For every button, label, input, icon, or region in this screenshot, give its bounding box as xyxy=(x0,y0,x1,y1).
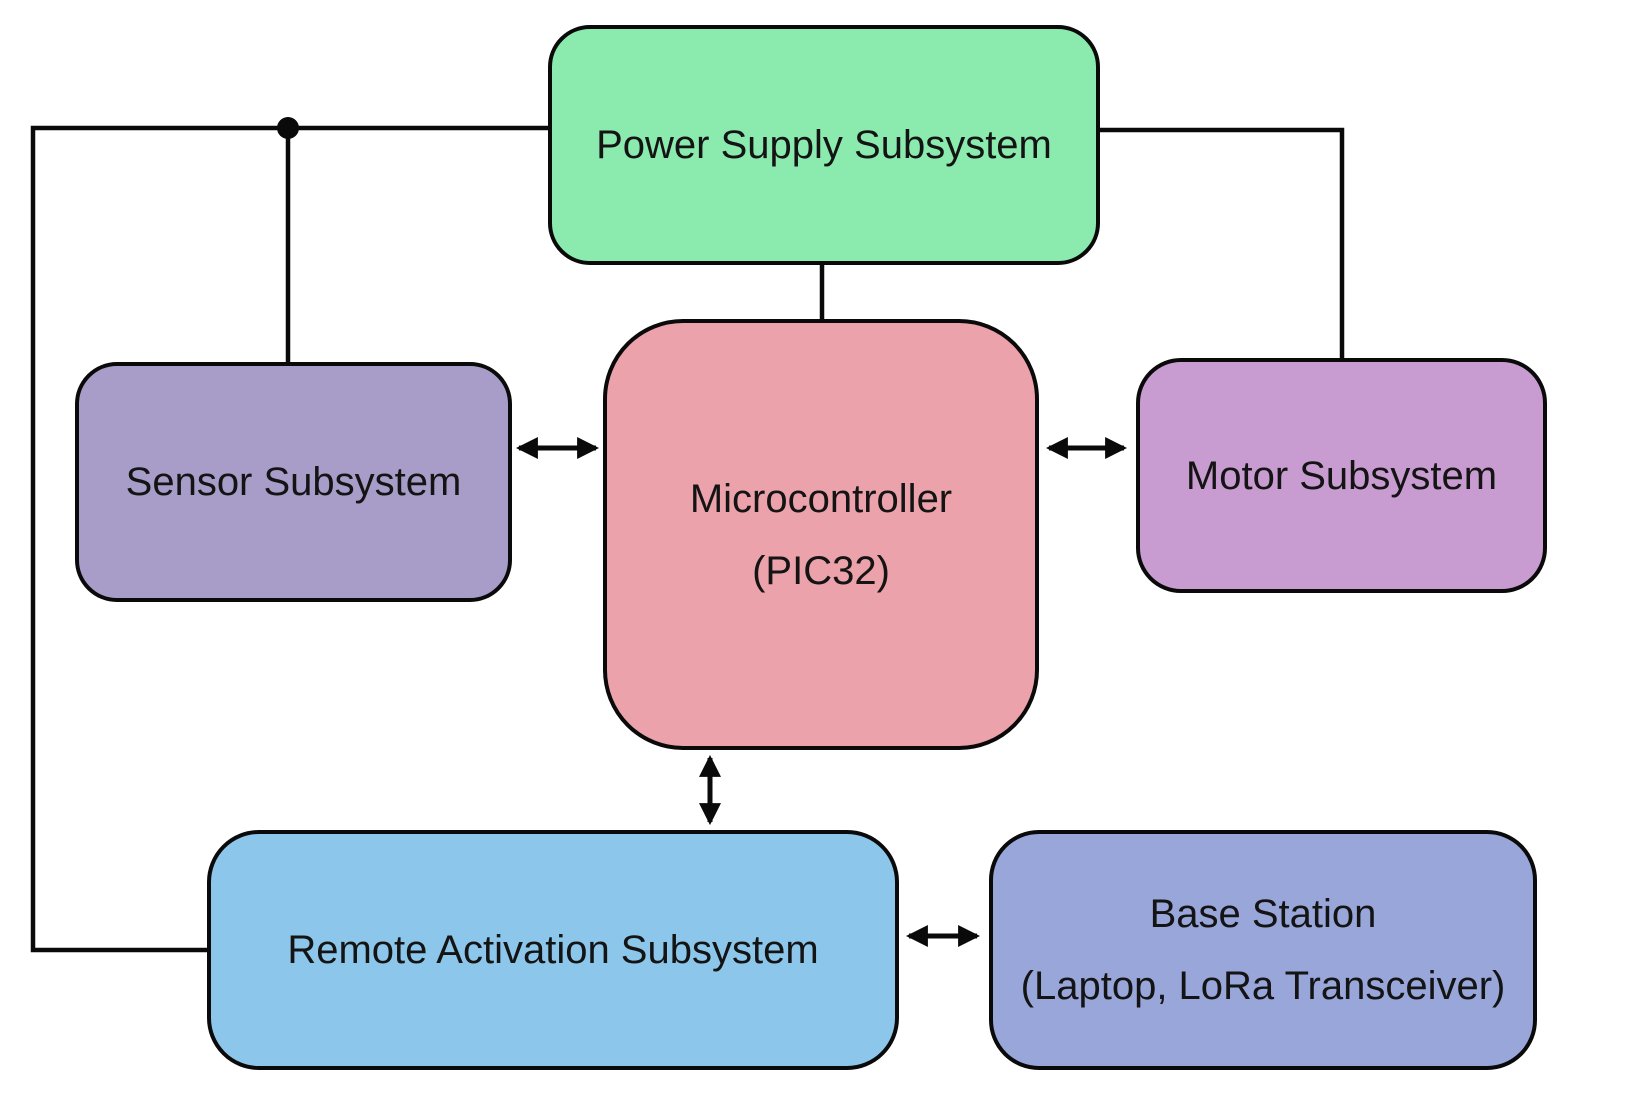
node-remote-activation: Remote Activation Subsystem xyxy=(207,830,899,1070)
node-motor-label: Motor Subsystem xyxy=(1185,453,1498,498)
junction-dot xyxy=(277,117,299,139)
node-base-station: Base Station (Laptop, LoRa Transceiver) xyxy=(989,830,1537,1070)
node-power-supply: Power Supply Subsystem xyxy=(548,25,1100,265)
node-base-station-label-line1: Base Station xyxy=(1149,892,1377,936)
node-base-station-label-line2: (Laptop, LoRa Transceiver) xyxy=(1020,964,1506,1008)
node-microcontroller: Microcontroller (PIC32) xyxy=(603,319,1039,750)
node-microcontroller-label-line1: Microcontroller xyxy=(689,476,953,521)
node-remote-activation-label: Remote Activation Subsystem xyxy=(287,928,819,972)
node-motor: Motor Subsystem xyxy=(1136,358,1547,593)
node-microcontroller-label-line2: (PIC32) xyxy=(752,548,890,593)
edge-power-to-motor-line xyxy=(1100,127,1345,360)
node-sensor: Sensor Subsystem xyxy=(75,362,512,602)
node-power-supply-label: Power Supply Subsystem xyxy=(596,123,1052,167)
node-sensor-label: Sensor Subsystem xyxy=(125,460,462,504)
